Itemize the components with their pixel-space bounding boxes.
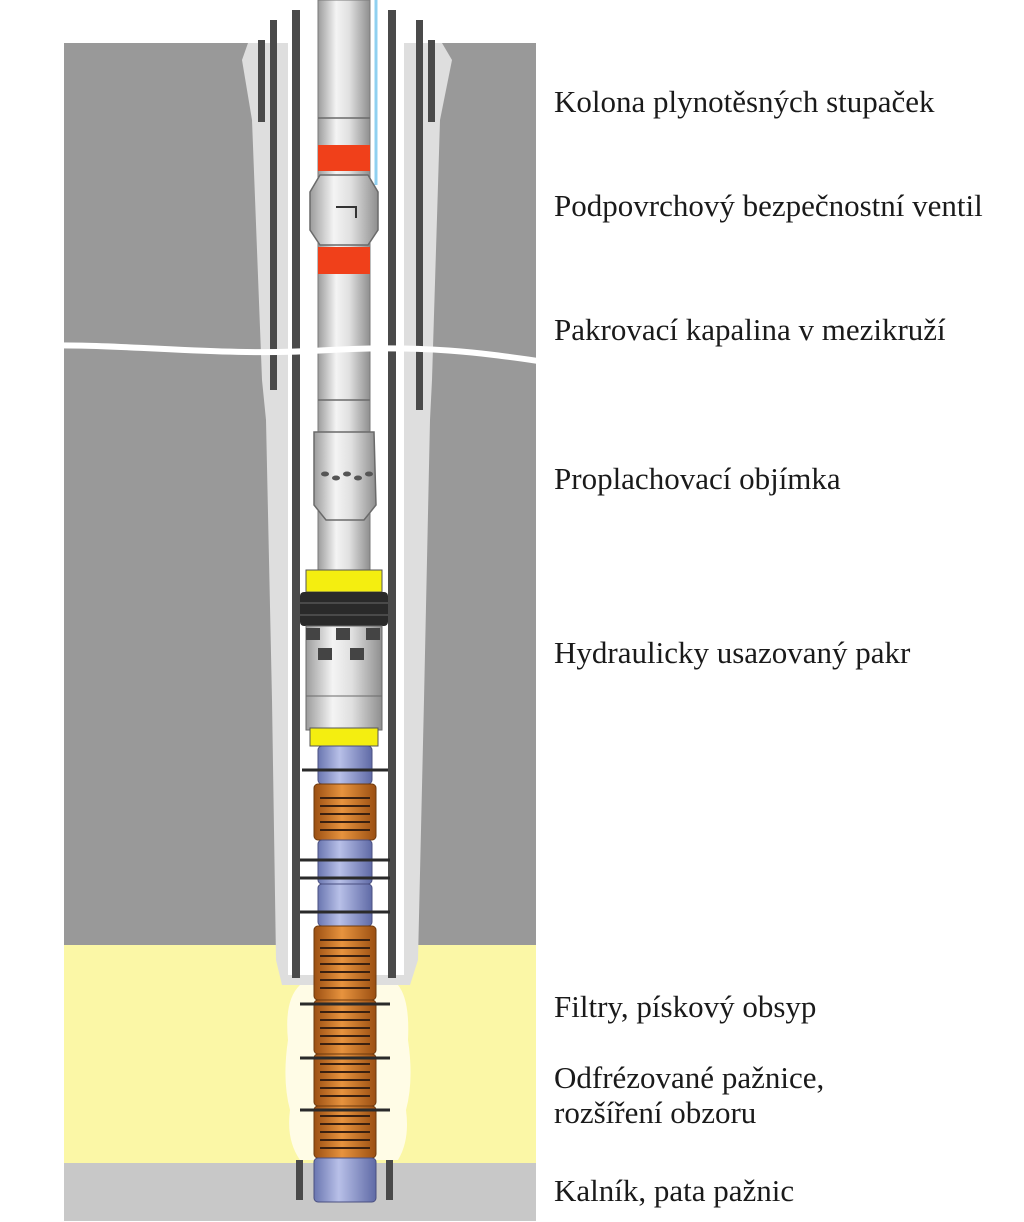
safety-valve-flapper-icon	[336, 206, 357, 218]
packer-top-ring	[305, 569, 383, 593]
label-sump-casing-shoe: Kalník, pata pažnic	[554, 1173, 795, 1208]
packer-slips	[306, 628, 380, 660]
label-gas-tight-tubing: Kolona plynotěsných stupaček	[554, 84, 935, 119]
packer-sealing-element	[300, 592, 388, 626]
label-hydraulic-packer: Hydraulicky usazovaný pakr	[554, 635, 911, 670]
label-sliding-sleeve: Proplachovací objímka	[554, 461, 841, 496]
safety-valve-body	[309, 174, 379, 246]
screen-blank-3	[317, 883, 373, 927]
outer-casing-right	[428, 40, 435, 122]
production-casing-right	[388, 10, 396, 978]
label-underreamed-casing: Odfrézované pažnice, rozšíření obzoru	[554, 1060, 825, 1130]
label-subsurface-safety-valve: Podpovrchový bezpečnostní ventil	[554, 188, 983, 223]
safety-valve-band-lower	[318, 247, 370, 274]
safety-valve-band-upper	[318, 145, 370, 171]
outer-casing-left	[258, 40, 265, 122]
packer-mandrel	[305, 695, 383, 731]
screen-centralizers	[300, 768, 390, 1112]
packer-bottom-ring	[309, 727, 379, 747]
label-packer-fluid: Pakrovací kapalina v mezikruží	[554, 312, 946, 347]
sliding-sleeve-ports	[321, 471, 373, 481]
screen-bottom-blank	[313, 1157, 377, 1203]
depth-break-line	[0, 342, 561, 367]
surface-casing-left	[270, 20, 277, 390]
screen-wire-wrap	[320, 797, 370, 1149]
surface-casing-right	[416, 20, 423, 410]
casing-shoe-left	[296, 1160, 303, 1200]
casing-shoe-right	[386, 1160, 393, 1200]
production-casing-left	[292, 10, 300, 978]
label-screens-gravel-pack: Filtry, pískový obsyp	[554, 989, 817, 1024]
screen-blank-1	[317, 745, 373, 785]
screen-1	[313, 783, 377, 841]
